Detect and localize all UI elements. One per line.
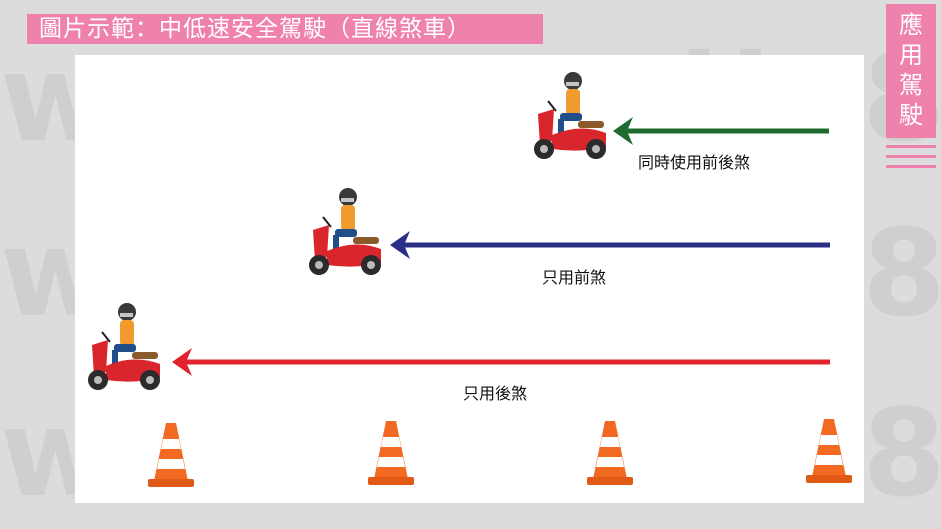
scooter-rider-icon bbox=[309, 188, 381, 275]
divider bbox=[886, 165, 936, 168]
page-title: 圖片示範：中低速安全駕駛（直線煞車） bbox=[27, 14, 543, 44]
brake-label: 只用前煞 bbox=[542, 268, 607, 287]
traffic-cone-icon bbox=[806, 419, 852, 483]
side-tag-char: 駕 bbox=[899, 71, 923, 99]
scooter-rider-icon bbox=[88, 303, 160, 390]
side-tag-char: 用 bbox=[899, 41, 923, 69]
traffic-cone-icon bbox=[148, 423, 194, 487]
arrow-left-icon bbox=[613, 117, 829, 145]
arrow-left-icon bbox=[390, 231, 830, 259]
traffic-cone-icon bbox=[587, 421, 633, 485]
divider bbox=[886, 155, 936, 158]
brake-label: 只用後煞 bbox=[463, 384, 528, 403]
arrow-left-icon bbox=[172, 348, 830, 376]
traffic-cone-icon bbox=[368, 421, 414, 485]
divider bbox=[886, 145, 936, 148]
side-tag-char: 駛 bbox=[899, 101, 923, 129]
side-tag-char: 應 bbox=[899, 11, 923, 39]
brake-label: 同時使用前後煞 bbox=[638, 153, 751, 172]
scooter-rider-icon bbox=[534, 72, 606, 159]
diagram-canvas: 同時使用前後煞 只用前煞 只用後煞 bbox=[75, 55, 864, 503]
side-tag: 應 用 駕 駛 bbox=[886, 4, 936, 138]
